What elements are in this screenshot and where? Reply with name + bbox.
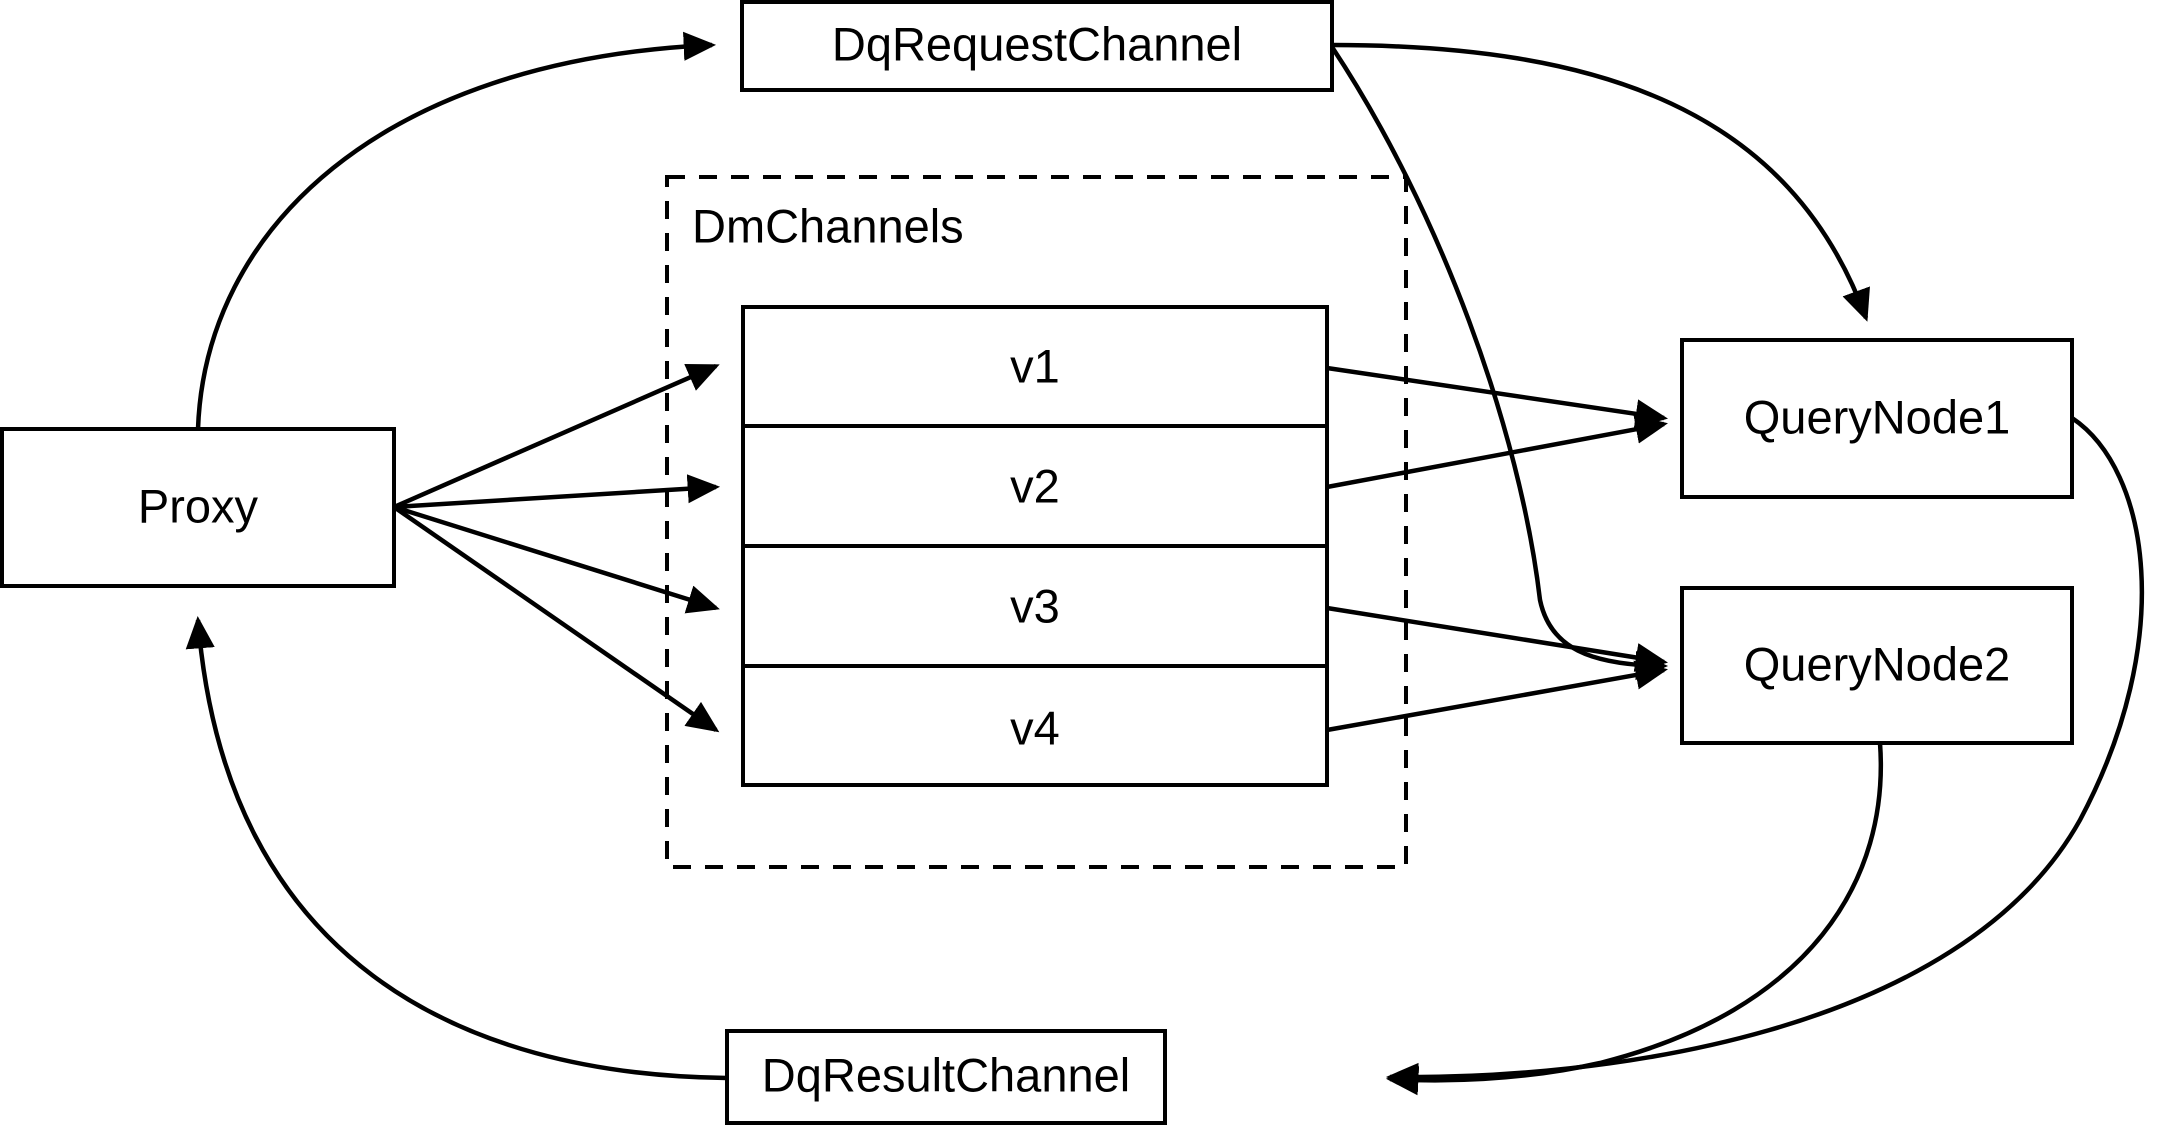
dm-channels-group-border [665,175,1408,869]
edge-dqresultchannel-to-proxy [185,615,728,1081]
node-proxy-label: Proxy [138,479,259,532]
node-dq-result-channel[interactable] [725,1029,1167,1125]
node-query-node-1-label: QueryNode1 [1744,390,2011,443]
node-dq-result-channel-label: DqResultChannel [762,1048,1130,1101]
edge-v4-to-querynode2 [1326,660,1668,733]
node-proxy[interactable] [0,427,396,588]
edge-proxy-to-dqrequestchannel [195,31,717,430]
dm-channel-row-v4: v4 [1010,701,1060,754]
edge-dqrequestchannel-to-querynode2 [1330,45,1669,681]
edge-proxy-to-v2 [393,474,721,510]
edge-proxy-to-v1 [393,363,720,510]
node-dq-request-channel-label: DqRequestChannel [832,17,1242,70]
node-query-node-1[interactable] [1680,338,2074,499]
edge-v3-to-querynode2 [1326,605,1668,672]
edge-proxy-to-v4 [392,505,720,733]
node-query-node-2[interactable] [1680,586,2074,745]
edge-querynode2-to-dqresultchannel [1385,742,1884,1096]
edge-v2-to-querynode1 [1326,414,1668,490]
node-query-node-2-label: QueryNode2 [1744,637,2011,690]
dm-channel-row-v3: v3 [1010,579,1060,632]
dm-channel-row-v1: v1 [1010,339,1060,392]
edge-dqrequestchannel-to-querynode1 [1331,42,1870,322]
dm-channel-row-v2: v2 [1010,459,1060,512]
dm-channels-group-label: DmChannels [692,199,964,252]
edge-v1-to-querynode1 [1326,365,1669,429]
edge-proxy-to-v3 [393,504,720,614]
node-dq-request-channel[interactable] [740,0,1334,92]
edge-querynode1-to-dqresultchannel [1385,416,2145,1092]
